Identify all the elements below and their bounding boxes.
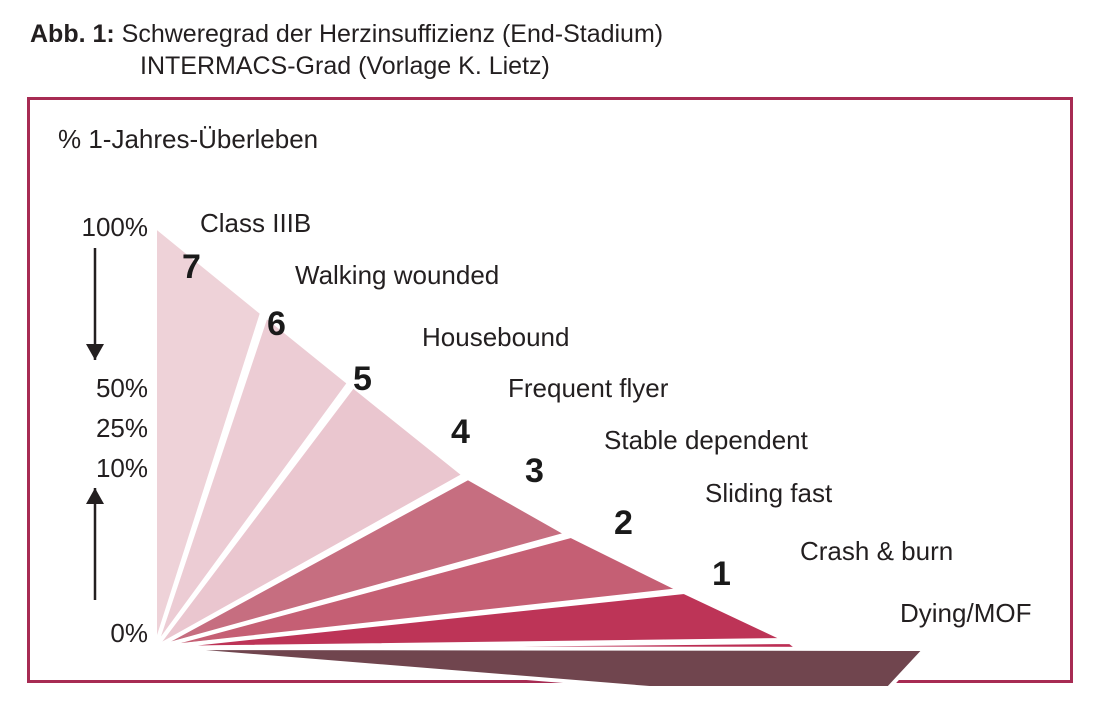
wedge-dying-mof[interactable]	[153, 646, 927, 686]
caption-line-2: INTERMACS-Grad (Vorlage K. Lietz)	[140, 52, 550, 80]
arrow-up-head	[86, 488, 104, 504]
wedge-label-2: Sliding fast	[705, 478, 833, 508]
wedge-number-4: 4	[451, 413, 470, 451]
caption-prefix: Abb. 1:	[30, 20, 115, 48]
wedge-label-dying-mof: Dying/MOF	[900, 598, 1032, 628]
intermacs-fan-chart	[86, 224, 927, 686]
wedge-number-6: 6	[267, 305, 286, 343]
wedge-5[interactable]	[153, 384, 466, 650]
wedge-label-3: Stable dependent	[604, 425, 808, 455]
wedge-label-6: Walking wounded	[295, 260, 500, 290]
wedge-label-7: Class IIIB	[200, 208, 312, 238]
axis-tick-100pct: 100%	[81, 212, 149, 242]
wedge-7[interactable]	[153, 224, 264, 650]
wedge-6[interactable]	[153, 314, 351, 650]
wedge-number-1: 1	[712, 555, 731, 593]
wedge-number-2: 2	[614, 504, 633, 542]
axis-tick-10pct: 10%	[95, 453, 148, 483]
axis-arrow-group	[86, 248, 104, 600]
arrow-down-head	[86, 344, 104, 360]
axis-title: % 1-Jahres-Überleben	[58, 124, 319, 154]
figure-caption: Abb. 1: Schweregrad der Herzinsuffizienz…	[30, 18, 1070, 82]
figure-frame: % 1-Jahres-Überleben 100% 50% 25% 10% 0% 7 6 5…	[27, 97, 1073, 686]
wedge-number-7: 7	[182, 248, 201, 286]
wedge-label-5: Housebound	[422, 322, 570, 352]
wedge-label-1: Crash & burn	[800, 536, 954, 566]
axis-tick-25pct: 25%	[95, 413, 148, 443]
wedge-group	[153, 224, 927, 686]
wedge-number-5: 5	[353, 360, 372, 398]
wedge-label-4: Frequent flyer	[508, 373, 669, 403]
caption-title: Schweregrad der Herzinsuffizienz (End-St…	[114, 20, 664, 48]
axis-tick-0pct: 0%	[110, 618, 148, 648]
caption-line-1: Abb. 1: Schweregrad der Herzinsuffizienz…	[30, 18, 1070, 50]
wedge-number-3: 3	[525, 452, 544, 490]
axis-tick-50pct: 50%	[95, 373, 148, 403]
